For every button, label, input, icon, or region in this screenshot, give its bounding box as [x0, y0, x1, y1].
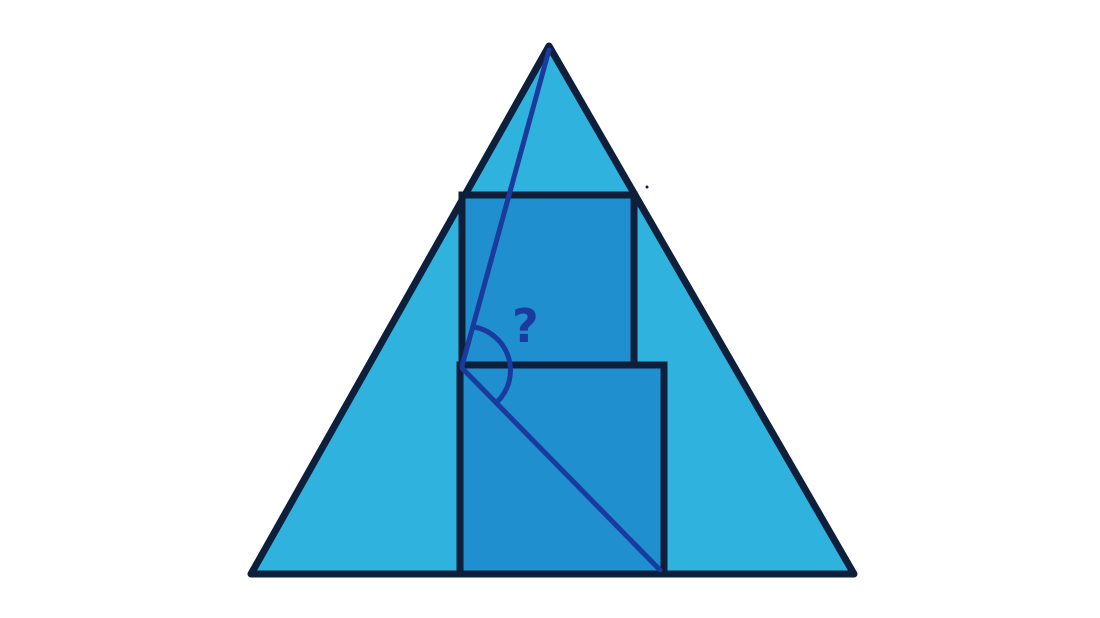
upper-square [458, 191, 638, 369]
angle-label: ? [512, 299, 539, 353]
apex-to-square-corner-line [459, 47, 552, 369]
stray-dot [645, 185, 649, 189]
angle-arc [471, 324, 513, 405]
